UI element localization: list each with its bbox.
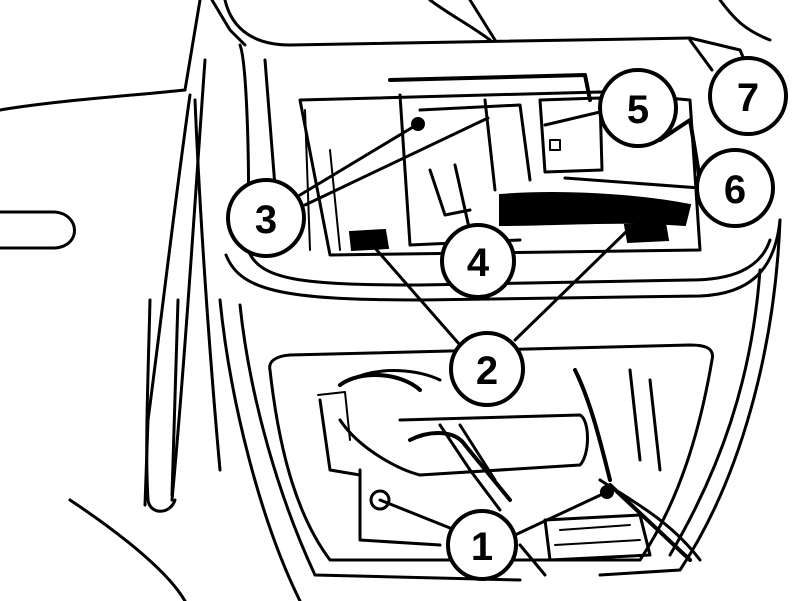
callout-4-label: 4 bbox=[467, 241, 490, 285]
callout-1: 1 bbox=[446, 509, 518, 581]
callout-7-label: 7 bbox=[737, 76, 759, 120]
leader-6 bbox=[563, 176, 702, 190]
lower-opening-components bbox=[317, 368, 702, 577]
leader-lines bbox=[298, 38, 714, 537]
leader-3a bbox=[298, 122, 420, 197]
callout-5-label: 5 bbox=[627, 88, 649, 132]
callout-6: 6 bbox=[695, 148, 775, 228]
callout-3: 3 bbox=[226, 178, 306, 258]
callout-3-label: 3 bbox=[255, 198, 277, 242]
lower-console-frame bbox=[218, 218, 782, 601]
callout-markers: 1 2 3 4 5 6 7 bbox=[226, 56, 788, 581]
leader-1b bbox=[513, 490, 609, 537]
callout-4: 4 bbox=[440, 223, 516, 299]
callout-2-label: 2 bbox=[476, 349, 498, 393]
callout-2: 2 bbox=[449, 331, 525, 407]
leader-1a bbox=[378, 498, 457, 532]
callout-1-label: 1 bbox=[471, 525, 493, 569]
callout-5: 5 bbox=[598, 68, 678, 148]
callout-6-label: 6 bbox=[724, 168, 746, 212]
callout-7: 7 bbox=[708, 56, 788, 136]
dashboard-left-panel bbox=[0, 0, 247, 601]
leader-5 bbox=[543, 110, 602, 127]
leader-4 bbox=[453, 163, 472, 234]
leader-2b bbox=[513, 228, 630, 342]
leader-7 bbox=[688, 38, 714, 72]
leader-2a bbox=[366, 238, 462, 347]
leader-3b bbox=[303, 116, 490, 207]
